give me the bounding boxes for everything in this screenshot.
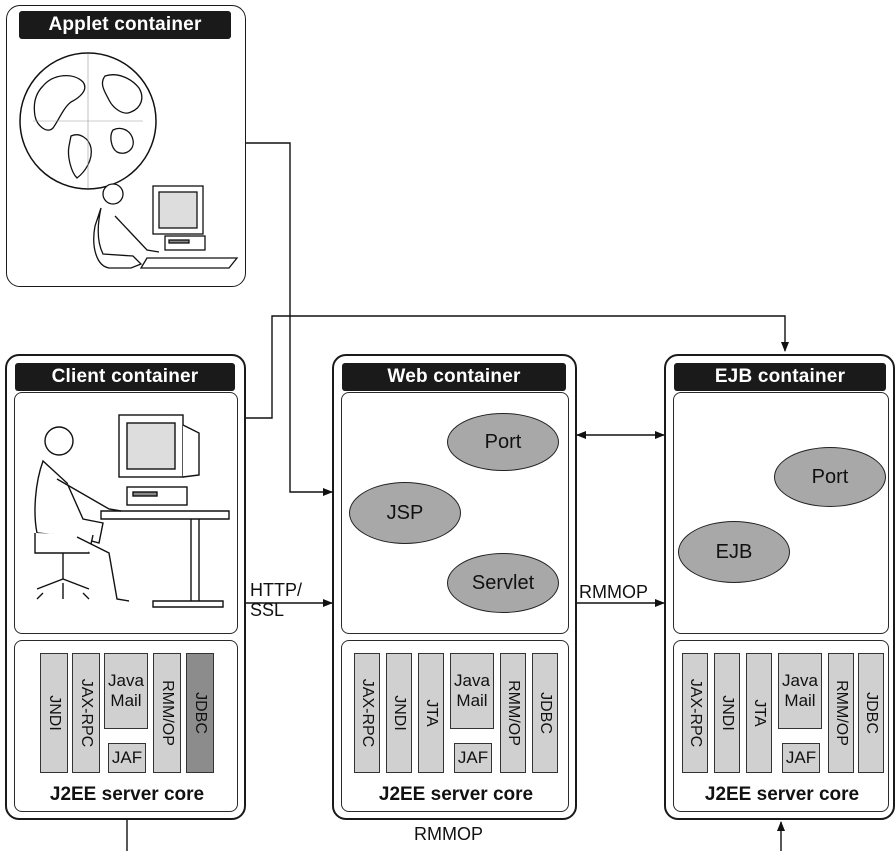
web-port-component: Port xyxy=(447,413,559,471)
web-container-title: Web container xyxy=(342,363,566,391)
user-at-computer-icon xyxy=(93,183,239,269)
rmmop-label: RMMOP xyxy=(579,582,648,602)
client-lib-jaf: JAF xyxy=(108,743,146,773)
client-app-area xyxy=(14,392,238,634)
web-server-core: JAX-RPC JNDI JTA Java Mail JAF RMM/OP JD… xyxy=(341,640,569,812)
ejb-container-title: EJB container xyxy=(674,363,886,391)
client-lib-rmm-op: RMM/OP xyxy=(153,653,181,773)
client-lib-jdbc: JDBC xyxy=(186,653,214,773)
applet-container: Applet container xyxy=(6,5,246,287)
ejb-core-label: J2EE server core xyxy=(704,784,860,805)
ejb-lib-jta: JTA xyxy=(746,653,772,773)
web-components-area: Port JSP Servlet xyxy=(341,392,569,634)
web-lib-jndi: JNDI xyxy=(386,653,412,773)
web-core-label: J2EE server core xyxy=(378,784,534,805)
rmmop-bottom-label: RMMOP xyxy=(414,824,483,844)
ejb-ejb-component: EJB xyxy=(678,521,790,583)
client-lib-javamail: Java Mail xyxy=(104,653,148,729)
http-ssl-label: HTTP/ SSL xyxy=(250,580,302,620)
ejb-lib-jaf: JAF xyxy=(782,743,820,773)
web-lib-jta: JTA xyxy=(418,653,444,773)
ejb-components-area: Port EJB xyxy=(673,392,889,634)
ejb-server-core: JAX-RPC JNDI JTA Java Mail JAF RMM/OP JD… xyxy=(673,640,889,812)
web-jsp-component: JSP xyxy=(349,482,461,544)
client-lib-jndi: JNDI xyxy=(40,653,68,773)
ejb-lib-jndi: JNDI xyxy=(714,653,740,773)
web-lib-jaf: JAF xyxy=(454,743,492,773)
applet-to-web-line xyxy=(245,142,333,496)
ejb-lib-javamail: Java Mail xyxy=(778,653,822,729)
web-lib-jax-rpc: JAX-RPC xyxy=(354,653,380,773)
client-to-ejb-line xyxy=(246,315,789,419)
client-core-label: J2EE server core xyxy=(49,784,205,805)
web-lib-jdbc: JDBC xyxy=(532,653,558,773)
client-lib-jax-rpc: JAX-RPC xyxy=(72,653,100,773)
ejb-lib-jdbc: JDBC xyxy=(858,653,884,773)
web-servlet-component: Servlet xyxy=(447,553,559,613)
ejb-port-component: Port xyxy=(774,447,886,507)
web-container: Web container Port JSP Servlet JAX-RPC J… xyxy=(332,354,577,820)
client-container-title: Client container xyxy=(15,363,235,391)
ejb-lib-rmm-op: RMM/OP xyxy=(828,653,854,773)
web-lib-javamail: Java Mail xyxy=(450,653,494,729)
ejb-container: EJB container Port EJB JAX-RPC JNDI JTA … xyxy=(664,354,895,820)
client-container: Client container JN xyxy=(5,354,246,820)
ejb-lib-jax-rpc: JAX-RPC xyxy=(682,653,708,773)
web-lib-rmm-op: RMM/OP xyxy=(500,653,526,773)
user-at-desk-icon xyxy=(34,414,230,608)
globe-icon xyxy=(19,52,157,190)
applet-container-title: Applet container xyxy=(19,11,231,39)
client-server-core: JNDI JAX-RPC Java Mail JAF RMM/OP JDBC J… xyxy=(14,640,238,812)
